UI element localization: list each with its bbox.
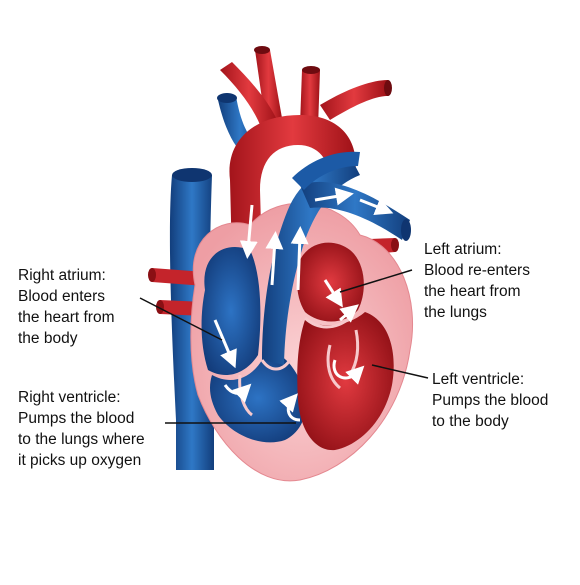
right-atrium-desc-line3: the body bbox=[18, 330, 78, 347]
right-atrium-label: Right atrium: Blood enters the heart fro… bbox=[18, 265, 115, 349]
left-ventricle-chamber bbox=[297, 312, 394, 451]
right-ventricle-desc-line3: it picks up oxygen bbox=[18, 452, 142, 469]
right-ventricle-title: Right ventricle: bbox=[18, 389, 121, 406]
left-atrium-desc-line3: the lungs bbox=[424, 304, 487, 321]
left-ventricle-title: Left ventricle: bbox=[432, 371, 525, 388]
leader-lines bbox=[139, 269, 429, 424]
left-ventricle-desc-line1: Pumps the blood bbox=[432, 392, 549, 409]
right-ventricle-desc-line1: Pumps the blood bbox=[18, 410, 135, 427]
left-atrium-label: Left atrium: Blood re-enters the heart f… bbox=[424, 239, 530, 323]
left-atrium-desc-line2: the heart from bbox=[424, 283, 521, 300]
right-atrium-desc-line1: Blood enters bbox=[18, 288, 106, 305]
right-ventricle-desc-line2: to the lungs where bbox=[18, 431, 145, 448]
leader-line-left-atrium bbox=[339, 269, 413, 293]
left-atrium-title: Left atrium: bbox=[424, 241, 502, 258]
leader-line-right-atrium bbox=[139, 297, 223, 341]
left-ventricle-desc-line2: to the body bbox=[432, 413, 509, 430]
right-ventricle-chamber bbox=[210, 353, 306, 443]
pulmonary-artery bbox=[262, 160, 360, 365]
left-atrium-desc-line1: Blood re-enters bbox=[424, 262, 530, 279]
blood-flow-arrows bbox=[213, 187, 394, 422]
right-atrium-desc-line2: the heart from bbox=[18, 309, 115, 326]
left-atrium-chamber bbox=[297, 242, 364, 322]
right-ventricle-label: Right ventricle: Pumps the blood to the … bbox=[18, 387, 145, 471]
right-atrium-title: Right atrium: bbox=[18, 267, 106, 284]
right-atrium-chamber bbox=[201, 246, 261, 375]
left-ventricle-label: Left ventricle: Pumps the blood to the b… bbox=[432, 369, 548, 432]
aorta bbox=[220, 46, 392, 260]
leader-line-left-ventricle bbox=[371, 364, 429, 379]
